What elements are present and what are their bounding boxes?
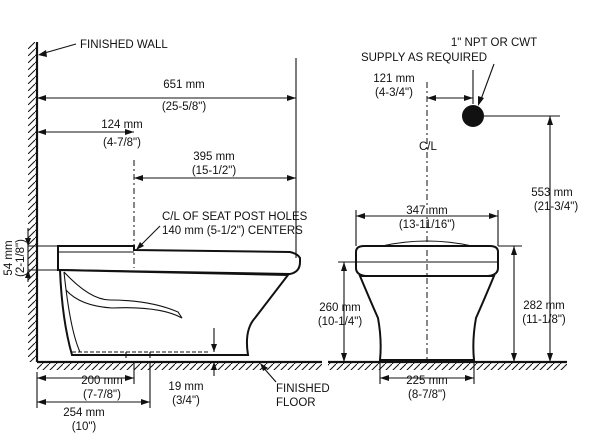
- dim-347-mm: 347 mm: [406, 205, 448, 217]
- dim-254-line: [36, 362, 151, 408]
- dim-651-inch: (25-5/8"): [162, 101, 207, 113]
- dim-260-line: [338, 261, 356, 362]
- finished-wall-leader: [40, 43, 77, 55]
- dim-121-mm: 121 mm: [373, 73, 415, 85]
- dim-54-inch: (2-1/8"): [15, 239, 27, 277]
- supply-label-line1: 1" NPT OR CWT: [451, 37, 537, 49]
- dim-282-mm: 282 mm: [523, 300, 565, 312]
- dim-651-mm: 651 mm: [163, 79, 205, 91]
- dim-260-mm: 260 mm: [319, 302, 361, 314]
- finished-floor: [37, 360, 567, 370]
- dim-651-line: [37, 58, 297, 258]
- finished-wall-label: FINISHED WALL: [80, 39, 168, 51]
- dim-395-line: [134, 175, 296, 181]
- dim-19-line: [211, 328, 217, 376]
- dim-225-line: [379, 362, 475, 384]
- dim-395-inch: (15-1/2"): [192, 165, 237, 177]
- dim-553-mm: 553 mm: [531, 187, 573, 199]
- dim-347-inch: (13-11/16"): [399, 219, 455, 231]
- seat-post-label-line1: C/L OF SEAT POST HOLES: [162, 211, 308, 223]
- dim-19-mm: 19 mm: [168, 381, 203, 393]
- supply-label-line2: SUPPLY AS REQUIRED: [361, 52, 487, 64]
- dim-124-inch: (4-7/8"): [103, 137, 141, 149]
- dim-553-line: [547, 116, 553, 362]
- dim-553-inch: (21-3/4"): [534, 201, 579, 213]
- dim-225-inch: (8-7/8"): [408, 389, 446, 401]
- dim-124-line: [37, 129, 134, 135]
- dim-200-inch: (7-7/8"): [83, 389, 121, 401]
- dim-254-mm: 254 mm: [63, 407, 105, 419]
- supply-leader: [479, 63, 495, 103]
- dim-254-inch: (10"): [72, 421, 97, 433]
- dim-200-line: [37, 362, 135, 384]
- dim-54-line: [25, 228, 58, 282]
- finished-floor-label-line2: FLOOR: [276, 397, 316, 409]
- dim-282-inch: (11-1/8"): [522, 314, 566, 326]
- toilet-side-view: [57, 245, 301, 358]
- dim-347-line: [355, 210, 499, 246]
- dim-395-mm: 395 mm: [193, 151, 235, 163]
- dim-121-inch: (4-3/4"): [375, 87, 413, 99]
- finished-floor-label-line1: FINISHED: [276, 383, 330, 395]
- seat-post-label-line2: 140 mm (5-1/2") CENTERS: [162, 225, 303, 237]
- dim-260-inch: (10-1/4"): [318, 316, 363, 328]
- dim-19-inch: (3/4"): [172, 395, 200, 407]
- finished-wall: [28, 42, 39, 362]
- toilet-front-view: [355, 240, 499, 361]
- supply-connection-icon: [462, 105, 484, 127]
- dim-124-mm: 124 mm: [101, 119, 143, 131]
- dim-200-mm: 200 mm: [81, 375, 123, 387]
- centerline-label: C/L: [419, 141, 438, 153]
- dim-54-mm: 54 mm: [3, 240, 15, 275]
- dim-121-line: [427, 95, 473, 101]
- dim-282-line: [498, 245, 522, 362]
- dim-225-mm: 225 mm: [406, 375, 448, 387]
